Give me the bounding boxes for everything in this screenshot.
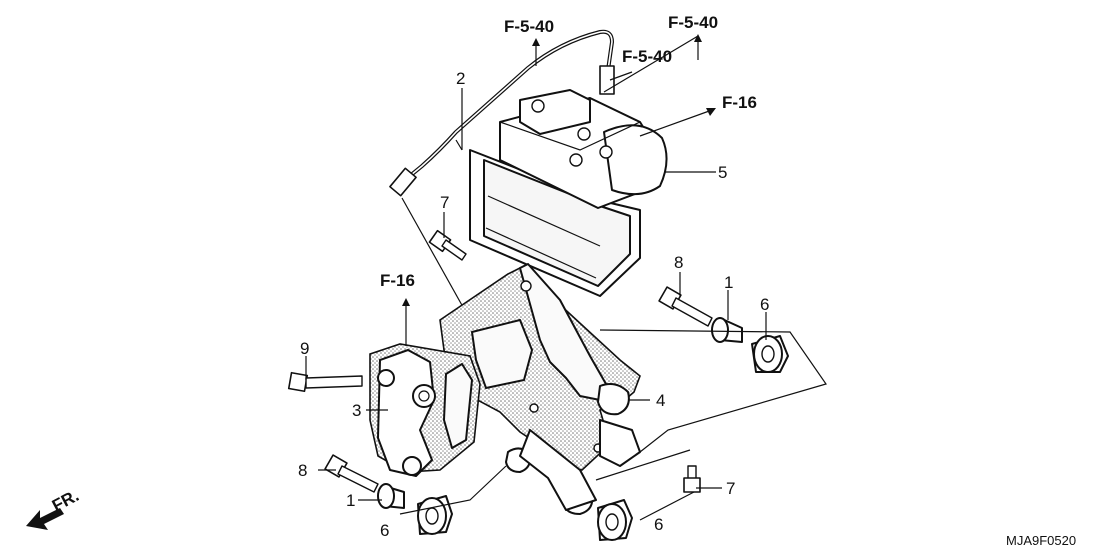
diagram-code: MJA9F0520 (1006, 533, 1076, 548)
leader-lines (305, 34, 767, 501)
flange-bolt-8-right (658, 286, 713, 327)
callout-8-left: 8 (298, 461, 307, 480)
rubber-mount-6-bottom (597, 499, 633, 541)
callout-1-right: 1 (724, 273, 733, 292)
ref-f-5-40-middle: F-5-40 (622, 47, 672, 66)
ref-f-5-40-right: F-5-40 (668, 13, 718, 32)
rubber-mount-6-left (417, 495, 453, 535)
front-direction-arrow: FR. (26, 486, 82, 530)
callout-6-left: 6 (380, 521, 389, 540)
callout-9: 9 (300, 339, 309, 358)
ref-f-16-top: F-16 (722, 93, 757, 112)
callout-7-top: 7 (440, 193, 449, 212)
callout-6-bottom: 6 (654, 515, 663, 534)
callout-1-left: 1 (346, 491, 355, 510)
callout-7-bottom: 7 (726, 479, 735, 498)
collar-1-left (377, 483, 405, 509)
callout-4: 4 (656, 391, 665, 410)
abs-bracket (439, 263, 641, 515)
ref-f-16-left: F-16 (380, 271, 415, 290)
ref-f-5-40-left: F-5-40 (504, 17, 554, 36)
callout-5: 5 (718, 163, 727, 182)
rubber-mount-6-right (751, 335, 789, 373)
callout-2: 2 (456, 69, 465, 88)
flange-bolt-7-top (428, 229, 467, 261)
callout-6-right: 6 (760, 295, 769, 314)
brake-pipe (389, 29, 615, 317)
flange-bolt-8-left (324, 454, 379, 493)
callout-8-right: 8 (674, 253, 683, 272)
callout-3: 3 (352, 401, 361, 420)
collar-1-right (711, 317, 743, 343)
guide-lines (399, 329, 827, 521)
flange-bolt-9 (287, 369, 395, 393)
abs-modulator (469, 89, 668, 297)
